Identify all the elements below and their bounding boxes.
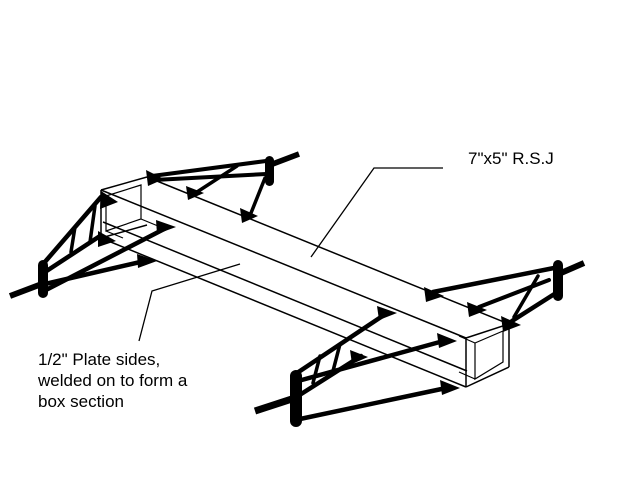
left-end-bottom-edge (100, 224, 148, 239)
weld-pad (501, 316, 521, 332)
rsj-size-label-text: 7"x5" R.S.J (468, 149, 554, 168)
weld-pad (240, 208, 258, 223)
weld-pad (100, 191, 118, 209)
truss-member (295, 337, 450, 384)
beam-back-top-edge (146, 176, 510, 325)
right-end-interior-line-1 (458, 335, 476, 344)
outrigger-truss-back-left (146, 151, 300, 223)
weld-pad (146, 170, 164, 186)
truss-brace (477, 278, 551, 309)
right-end-inner-wall (474, 330, 504, 381)
left-end-interior-line-1 (140, 218, 159, 227)
beam-front-bottom-edge (100, 237, 467, 388)
left-end-interior-line-2 (105, 230, 124, 239)
weld-pad (98, 231, 116, 247)
weld-pad (424, 287, 444, 302)
truss-member (42, 257, 152, 287)
truss-member (430, 265, 557, 295)
truss-brace (195, 164, 239, 194)
left-end-inner-wall (105, 184, 142, 232)
right-end-interior-line-2 (458, 371, 476, 380)
truss-member (150, 159, 268, 178)
support-roller (553, 260, 563, 301)
truss-brace (69, 225, 77, 254)
truss-member (152, 172, 268, 182)
rsj-size-label: 7"x5" R.S.J (468, 148, 554, 169)
truss-brace (88, 204, 97, 244)
truss-brace (249, 176, 267, 215)
plate-leader-line (138, 263, 241, 342)
plate-sides-label: 1/2" Plate sides, welded on to form a bo… (38, 349, 187, 412)
weld-pad (467, 302, 487, 317)
weld-pad (350, 350, 368, 364)
axle-stub (559, 260, 586, 276)
truss-brace (512, 274, 540, 319)
support-roller (38, 260, 48, 298)
left-end-top-edge (100, 176, 148, 191)
outrigger-truss-back-right (424, 260, 586, 332)
support-roller (290, 370, 302, 427)
right-end-bottom-edge (465, 366, 510, 388)
truss-member (41, 194, 104, 266)
truss-member (509, 290, 559, 324)
right-end-top-edge (465, 323, 510, 339)
outrigger-truss-front-left (8, 191, 176, 299)
truss-brace (311, 354, 322, 385)
weld-pad (440, 380, 460, 395)
weld-pad (437, 333, 457, 348)
support-roller (265, 156, 274, 186)
beam-front-top-edge (100, 189, 467, 339)
weld-pad (156, 220, 176, 234)
beam-left-end-opening (100, 176, 159, 239)
outrigger-truss-front-right (253, 306, 460, 427)
plate-sides-label-line-1: 1/2" Plate sides, (38, 350, 161, 369)
beam-right-end-opening (458, 323, 510, 388)
rsj-leader-line (310, 167, 443, 258)
truss-member (297, 384, 454, 422)
weld-pad (186, 186, 204, 200)
plate-sides-label-line-3: box section (38, 392, 124, 411)
weld-pad (377, 306, 397, 320)
truss-member (295, 353, 364, 399)
axle-stub (269, 151, 300, 168)
beam-plate-seam-line (102, 221, 468, 372)
plate-sides-label-line-2: welded on to form a (38, 371, 188, 390)
truss-member (294, 310, 390, 376)
truss-brace (331, 342, 342, 373)
leader-lines (138, 167, 443, 342)
weld-pad (137, 254, 157, 268)
